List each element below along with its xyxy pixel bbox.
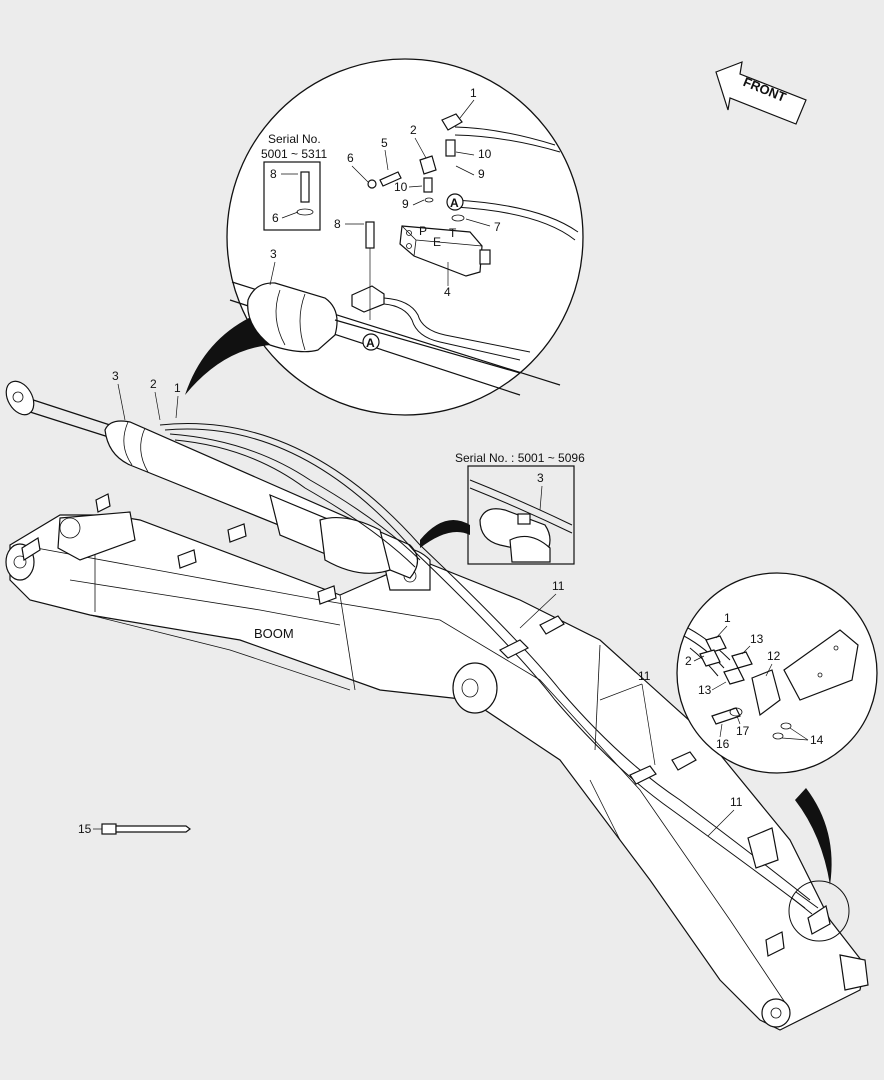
serial-label-top-2: 5001 ~ 5311 (261, 147, 328, 161)
top-callout-9b: 9 (402, 197, 409, 211)
top-callout-9: 9 (478, 167, 485, 181)
right-callout-1: 1 (724, 611, 731, 625)
top-detail-view: P T E A A Serial No. 5001 ~ 5311 1 2 3 (185, 58, 584, 416)
boom-label: BOOM (254, 626, 294, 641)
top-callout-2: 2 (410, 123, 417, 137)
top-callout-10b: 10 (394, 180, 408, 194)
right-callout-13b: 13 (698, 683, 712, 697)
right-callout-14: 14 (810, 733, 824, 747)
boom-brackets (21, 493, 861, 957)
middle-detail-view: Serial No. : 5001 ~ 5096 3 (420, 451, 585, 565)
main-callout-11b: 11 (638, 669, 651, 683)
cable-tie (101, 823, 191, 835)
right-callout-2: 2 (685, 654, 692, 668)
port-p: P (419, 224, 427, 238)
right-callout-12: 12 (767, 649, 781, 663)
middle-callout-3: 3 (537, 471, 544, 485)
top-callout-1: 1 (470, 86, 477, 100)
view-marker-a-bottom: A (366, 336, 375, 350)
serial-label-middle: Serial No. : 5001 ~ 5096 (455, 451, 585, 465)
view-marker-a-top: A (450, 196, 459, 210)
right-callout-17: 17 (736, 724, 750, 738)
main-callout-11a: 11 (552, 579, 565, 593)
top-callout-4: 4 (444, 285, 451, 299)
top-callout-6: 6 (347, 151, 354, 165)
main-callout-1: 1 (174, 381, 181, 395)
port-t: T (449, 226, 457, 240)
main-callout-2: 2 (150, 377, 157, 391)
top-callout-8: 8 (270, 167, 277, 181)
right-callout-13a: 13 (750, 632, 764, 646)
top-callout-7: 7 (494, 220, 501, 234)
port-e: E (433, 235, 441, 249)
boom-assembly: BOOM 1 2 3 11 11 11 15 (5, 369, 869, 1031)
serial-label-top-1: Serial No. (268, 132, 321, 146)
nose-detail-circle (788, 880, 850, 942)
right-detail-view: 1 2 12 13 13 14 16 17 (676, 572, 878, 885)
top-callout-5: 5 (381, 136, 388, 150)
right-callout-16: 16 (716, 737, 730, 751)
main-callout-11c: 11 (730, 795, 743, 809)
main-callout-15: 15 (78, 822, 92, 836)
top-callout-3: 3 (270, 247, 277, 261)
hose-clamp (498, 615, 779, 869)
top-callout-6b: 6 (272, 211, 279, 225)
front-direction-arrow: FRONT (715, 61, 807, 125)
main-callout-3: 3 (112, 369, 119, 383)
top-callout-10: 10 (478, 147, 492, 161)
top-callout-8b: 8 (334, 217, 341, 231)
